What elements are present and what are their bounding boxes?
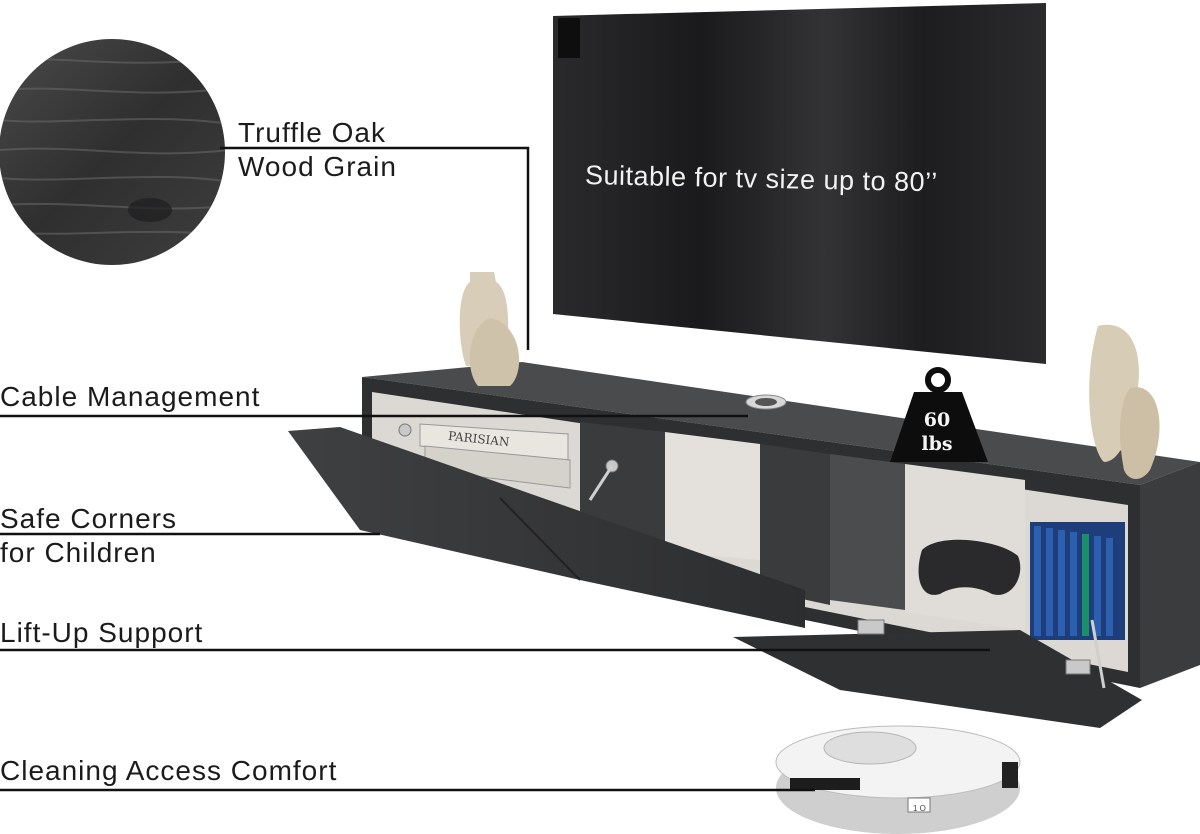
weight-tag-text: 60 lbs bbox=[905, 408, 969, 456]
book-stack bbox=[419, 423, 571, 489]
weight-value: 60 bbox=[923, 409, 951, 431]
weight-unit: lbs bbox=[921, 433, 953, 455]
vase-decor-left bbox=[459, 272, 520, 386]
right-flap-door bbox=[733, 630, 1142, 728]
wood-grain-line-2: Wood Grain bbox=[238, 151, 397, 182]
safe-corners-line-2: for Children bbox=[0, 537, 157, 568]
cable-management-callout: Cable Management bbox=[0, 381, 261, 412]
callout-line-wood-grain bbox=[220, 146, 530, 350]
left-flap-door bbox=[288, 427, 805, 628]
hinges bbox=[398, 423, 1091, 675]
game-cases bbox=[1030, 522, 1125, 640]
callout-lines bbox=[0, 146, 990, 792]
wood-grain-swatch bbox=[0, 39, 225, 265]
wood-grain-callout: Truffle Oak Wood Grain bbox=[238, 116, 397, 184]
wood-grain-line-1: Truffle Oak bbox=[238, 117, 386, 148]
safe-corners-callout: Safe Corners for Children bbox=[0, 502, 177, 570]
game-controller bbox=[918, 539, 1021, 595]
vase-decor-right bbox=[1089, 324, 1160, 480]
safe-corners-line-1: Safe Corners bbox=[0, 503, 177, 534]
weight-tag bbox=[890, 367, 988, 462]
robot-vacuum bbox=[775, 725, 1021, 834]
cleaning-access-callout: Cleaning Access Comfort bbox=[0, 755, 338, 786]
robot-button-text: 1 O bbox=[913, 804, 926, 813]
lift-up-support-callout: Lift-Up Support bbox=[0, 617, 204, 648]
tv-screen bbox=[553, 3, 1046, 364]
